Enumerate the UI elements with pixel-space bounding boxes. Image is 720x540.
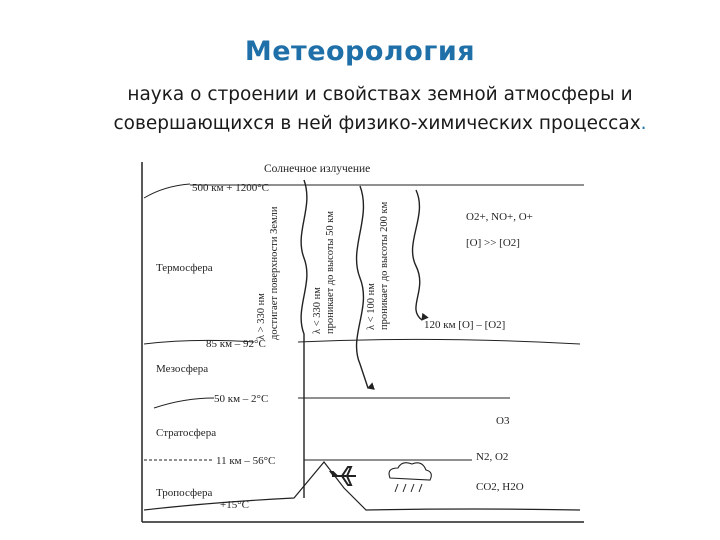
ray-3-wave xyxy=(411,189,429,321)
boundary-50-curve-left xyxy=(153,397,215,409)
boundary-11-label: 11 км – 56°С xyxy=(216,455,275,467)
layer-troposphere-label: Тропосфера xyxy=(156,487,212,499)
surface-temperature-label: +15°С xyxy=(220,499,249,511)
thermosphere-ions-label: O2+, NO+, O+ xyxy=(466,211,533,223)
svg-text:λ < 330 нм: λ < 330 нм xyxy=(312,287,323,334)
svg-text:достигает поверхности Земли: достигает поверхности Земли xyxy=(269,206,280,340)
layer-stratosphere-label: Стратосфера xyxy=(156,427,216,439)
ray-1-wave xyxy=(300,179,308,498)
definition-line-2: совершающихся в ней физико-химических пр… xyxy=(80,109,680,138)
boundary-85-curve-left xyxy=(143,339,255,345)
svg-text:проникает до высоты 50 км: проникает до высоты 50 км xyxy=(325,211,336,334)
boundary-120-label: 120 км [O] – [O2] xyxy=(424,319,505,331)
airplane-icon xyxy=(329,466,356,486)
definition-text: наука о строении и свойствах земной атмо… xyxy=(80,80,680,138)
definition-period: . xyxy=(640,113,647,134)
solar-radiation-label: Солнечное излучение xyxy=(264,163,370,175)
rain-cloud-icon xyxy=(388,462,432,493)
troposphere-co2-water-label: CO2, H2O xyxy=(476,481,524,493)
layer-thermosphere-label: Термосфера xyxy=(156,262,213,274)
layer-mesosphere-label: Мезосфера xyxy=(156,363,208,375)
ray-1-caption: λ > 330 нм достигает поверхности Земли xyxy=(256,206,280,340)
boundary-50-label: 50 км – 2°С xyxy=(214,393,268,405)
ray-3-caption: λ < 100 нм проникает до высоты 200 км xyxy=(366,201,390,330)
slide-title: Метеорология xyxy=(244,36,476,67)
definition-line-2-text: совершающихся в ней физико-химических пр… xyxy=(113,113,641,134)
stratosphere-ozone-label: O3 xyxy=(496,415,510,427)
atmosphere-diagram: Солнечное излучение 500 км + 1200°С 85 к… xyxy=(134,158,586,524)
thermosphere-oxygen-ratio-label: [O] >> [O2] xyxy=(466,237,520,249)
svg-text:λ < 100 нм: λ < 100 нм xyxy=(366,283,377,330)
ray-2-wave xyxy=(355,185,375,390)
boundary-top-label: 500 км + 1200°С xyxy=(192,182,269,194)
svg-text:проникает до высоты 200 км: проникает до высоты 200 км xyxy=(379,201,390,330)
svg-text:λ > 330 нм: λ > 330 нм xyxy=(256,293,267,340)
ground-line xyxy=(143,461,581,511)
definition-line-1: наука о строении и свойствах земной атмо… xyxy=(127,84,633,105)
boundary-85-label: 85 км – 92°С xyxy=(206,338,266,350)
ray-2-caption: λ < 330 нм проникает до высоты 50 км xyxy=(312,211,336,334)
boundary-top-curve xyxy=(143,183,191,199)
boundary-85-curve-right xyxy=(297,338,581,345)
troposphere-gases-label: N2, O2 xyxy=(476,451,508,463)
